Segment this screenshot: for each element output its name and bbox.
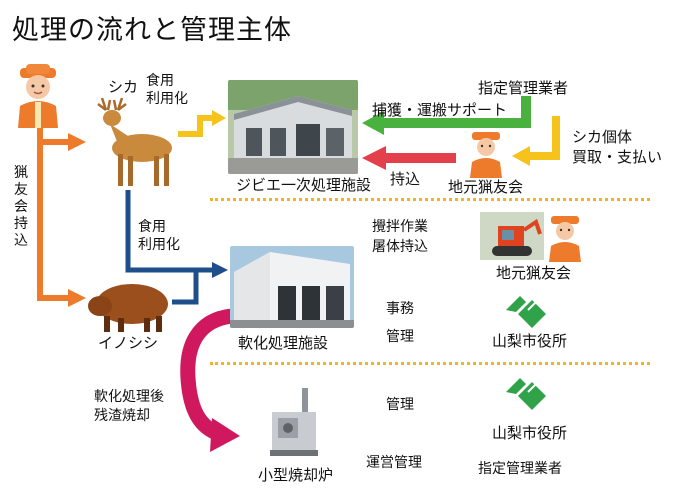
- incinerator-icon: [270, 388, 318, 456]
- label-designated-manager-bottom: 指定管理業者: [478, 461, 562, 477]
- label-deer-purchase-1: シカ個体: [572, 128, 633, 146]
- label-stirring-1: 攪拌作業: [372, 219, 428, 235]
- building-icon: [230, 246, 354, 328]
- navy-arrowhead: [212, 262, 228, 278]
- label-incinerator: 小型焼却炉: [258, 466, 334, 484]
- label-food-use-1b: 利用化: [146, 91, 188, 107]
- label-capture-support: 捕獲・運搬サポート: [372, 101, 508, 119]
- green-arrow-support: [380, 96, 531, 128]
- label-gibier-facility: ジビエ一次処理施設: [236, 176, 372, 194]
- deer-icon: [97, 97, 172, 186]
- label-after-softening-2: 残渣焼却: [94, 408, 150, 424]
- orange-arrowhead-deer: [68, 133, 86, 151]
- orange-arrowhead-boar: [68, 289, 86, 307]
- yellow-arrowhead-purchase: [512, 146, 530, 166]
- magenta-arrow-incinerate: [180, 308, 234, 442]
- separator-1: [210, 198, 650, 201]
- hunter-icon: [549, 216, 581, 262]
- boar-icon: [88, 284, 168, 332]
- label-yamanashi-1: 山梨市役所: [492, 332, 568, 350]
- yamanashi-city-emblem-icon: [506, 378, 549, 410]
- label-local-hunters-2: 地元猟友会: [496, 264, 572, 282]
- label-deer-purchase-2: 買取・支払い: [572, 148, 663, 166]
- label-stirring-2: 屠体持込: [372, 239, 428, 255]
- label-inoshishi: イノシシ: [98, 334, 159, 352]
- label-food-use-2a: 食用: [138, 219, 166, 235]
- orange-line-to-boar: [37, 120, 70, 301]
- softening-facility-image: [230, 246, 354, 328]
- label-shika: シカ: [108, 78, 139, 96]
- navy-line-boar: [172, 270, 199, 305]
- separator-2: [210, 362, 650, 365]
- hunter-icon: [470, 132, 502, 178]
- magenta-arrowhead: [210, 418, 240, 452]
- label-operation-mgmt: 運営管理: [366, 455, 422, 471]
- yellow-arrow-food: [178, 115, 214, 137]
- excavator-icon: [480, 212, 544, 260]
- building-icon: [228, 80, 358, 174]
- gibier-facility-image: [228, 80, 358, 174]
- label-softening-facility: 軟化処理施設: [238, 334, 329, 352]
- label-kanri-2: 管理: [386, 397, 414, 413]
- label-local-hunters-1: 地元猟友会: [448, 178, 524, 196]
- page-title: 処理の流れと管理主体: [12, 15, 292, 46]
- label-yamanashi-2: 山梨市役所: [492, 424, 568, 442]
- label-food-use-2b: 利用化: [138, 237, 180, 253]
- label-mochikomi: 持込: [390, 170, 421, 188]
- green-arrowhead-support: [362, 111, 384, 135]
- red-arrowhead-bring: [362, 146, 386, 170]
- yellow-arrowhead-food: [212, 110, 226, 126]
- label-food-use-1a: 食用: [146, 73, 174, 89]
- label-after-softening-1: 軟化処理後: [94, 389, 164, 405]
- navy-line-deer: [125, 190, 214, 273]
- label-kanri-1: 管理: [386, 329, 414, 345]
- hunter-icon: [18, 64, 58, 128]
- label-designated-manager-top: 指定管理業者: [478, 79, 569, 97]
- yellow-arrow-purchase: [526, 116, 560, 160]
- label-jimu: 事務: [386, 301, 414, 317]
- yamanashi-city-emblem-icon: [506, 296, 549, 328]
